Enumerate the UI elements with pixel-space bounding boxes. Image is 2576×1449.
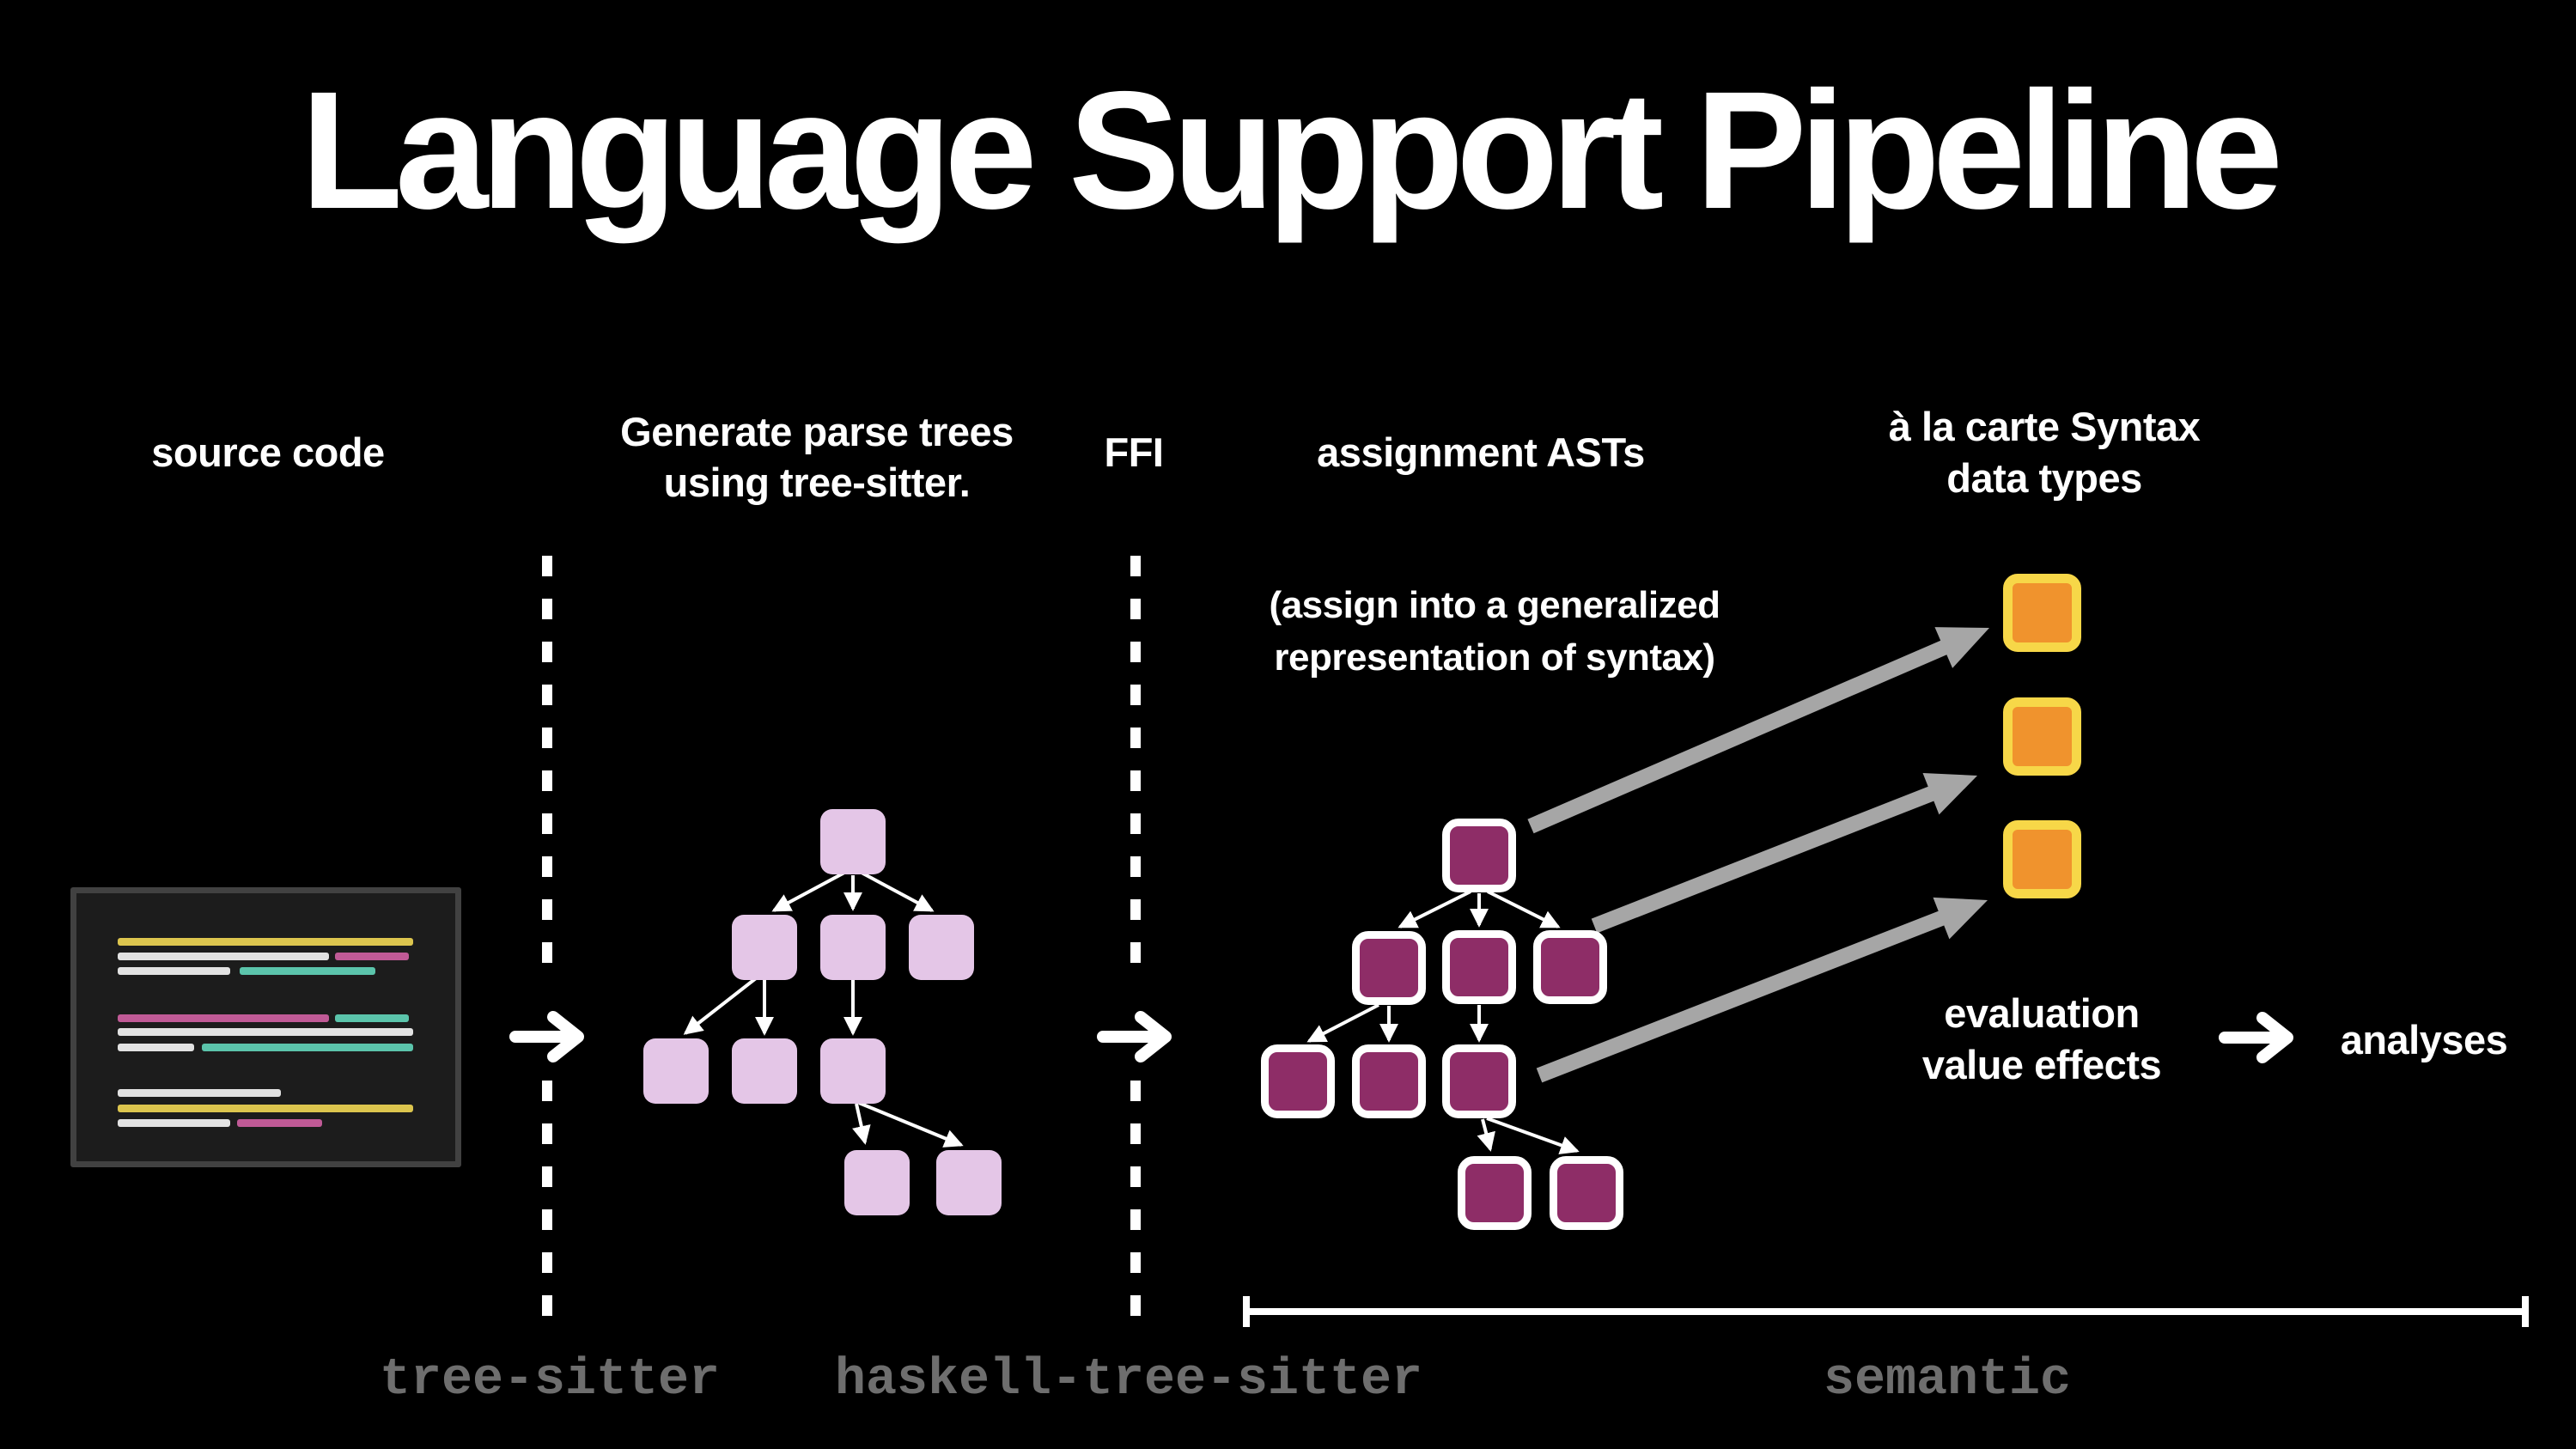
ast-node [1533,930,1607,1004]
code-line-segment [118,1105,413,1112]
ast-node [1550,1156,1623,1230]
parse-tree-node [820,915,886,980]
code-line-segment [118,1028,413,1036]
parse-tree-node [844,1150,910,1215]
code-line-segment [118,1089,281,1097]
footer-haskell-tree-sitter: haskell-tree-sitter [834,1351,1423,1409]
flow-arrow-icon [2219,1012,2293,1063]
flow-arrow-icon [509,1011,584,1062]
evaluation-label-line1: evaluation [1944,990,2140,1036]
ast-node [1458,1156,1532,1230]
ast-to-syntax-arrows [1527,627,1989,1083]
parse-tree-node [820,1038,886,1104]
code-line-segment [118,967,230,975]
alacarte-label-line1: à la carte Syntax [1888,404,2201,449]
ast-node [1352,1044,1426,1118]
code-line-segment [118,1044,194,1051]
source-code-thumbnail [70,887,461,1167]
code-line-segment [335,1014,409,1022]
code-line-segment [118,953,329,960]
parse-tree-node [936,1150,1002,1215]
code-line-segment [118,1014,329,1022]
evaluation-label-line2: value effects [1921,1042,2162,1087]
parse-tree-node [909,915,974,980]
alacarte-label-line2: data types [1946,455,2142,501]
divider-dashed-right-bottom [1130,1081,1141,1316]
source-code-label: source code [151,429,385,475]
assign-note-line1: (assign into a generalized [1269,584,1720,626]
generate-label-line2: using tree-sitter. [663,460,971,505]
parse-tree-node [732,915,797,980]
code-line-segment [335,953,409,960]
code-line-segment [202,1044,413,1051]
code-line-segment [240,967,375,975]
assignment-asts-label: assignment ASTs [1317,429,1645,475]
ast-node [1442,1044,1516,1118]
divider-dashed-left-top [542,556,552,963]
generate-label-line1: Generate parse trees [620,409,1014,454]
parse-tree-node [643,1038,709,1104]
syntax-datatype-square [2002,573,2081,652]
syntax-datatype-square [2002,819,2081,898]
flow-arrow-icon [1097,1011,1172,1062]
analyses-label: analyses [2340,1017,2508,1062]
ast-node [1442,819,1516,892]
footer-semantic: semantic [1823,1351,2072,1409]
divider-dashed-left-bottom [542,1081,552,1316]
scope-bracket [1243,1296,2529,1327]
flow-arrow-icons [509,1011,2293,1063]
divider-dashed-right-top [1130,556,1141,963]
parse-tree-node [820,809,886,874]
assign-note-line2: representation of syntax) [1274,636,1715,679]
code-line-segment [118,1119,230,1127]
ast-node [1352,931,1426,1005]
code-line-segment [118,938,413,946]
ffi-label: FFI [1104,429,1164,475]
ast-node [1261,1044,1335,1118]
ast-node [1442,930,1516,1004]
ast-tree-edges [1306,890,1580,1154]
syntax-datatype-square [2002,697,2081,776]
page-title: Language Support Pipeline [300,57,2283,244]
code-line-segment [237,1119,322,1127]
footer-tree-sitter: tree-sitter [379,1351,721,1409]
parse-tree-edges [683,871,964,1148]
parse-tree-node [732,1038,797,1104]
